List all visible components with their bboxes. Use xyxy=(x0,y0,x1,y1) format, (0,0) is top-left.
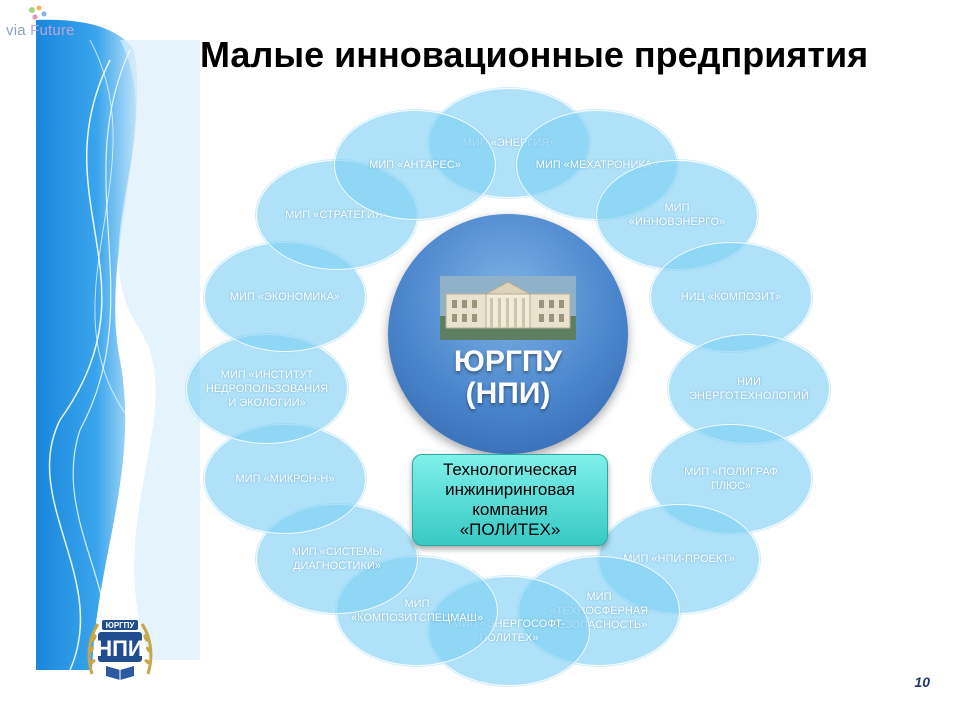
tech-company-line2: инжиниринговая xyxy=(445,480,575,499)
slide-title: Малые инновационные предприятия xyxy=(200,34,869,75)
brand-mark-icon xyxy=(29,5,47,20)
petal-kompozit: НИЦ «КОМПОЗИТ» xyxy=(650,242,812,352)
center-label: ЮРГПУ (НПИ) xyxy=(388,346,628,410)
left-decorative-band xyxy=(36,19,200,671)
tech-company-box: Технологическая инжиниринговая компания … xyxy=(412,454,608,546)
petal-label: МИП «СТРАТЕГИЯ» xyxy=(285,209,389,221)
university-building-icon xyxy=(440,276,576,340)
petal-label: МИП «ИННОВЭНЕРГО» xyxy=(628,202,726,228)
center-circle: ЮРГПУ (НПИ) xyxy=(388,214,628,454)
tech-company-line1: Технологическая xyxy=(442,460,578,479)
center-label-line1: ЮРГПУ xyxy=(453,345,563,378)
tech-company-line3: компания xyxy=(472,500,548,519)
brand-text-right: Future xyxy=(30,22,75,39)
petal-label: МИП «НПИ-ПРОЕКТ» xyxy=(623,553,735,565)
petal-label: МИП «СИСТЕМЫ ДИАГНОСТИКИ» xyxy=(291,546,383,572)
brand-text-left: via xyxy=(6,22,26,39)
brand-logo: via Future xyxy=(6,5,75,39)
petal-label: НИЦ «КОМПОЗИТ» xyxy=(680,291,782,303)
tech-company-line4: «ПОЛИТЕХ» xyxy=(459,520,561,539)
logo-main-text: НПИ xyxy=(96,636,144,661)
petal-label: МИП «МЕХАТРОНИКА» xyxy=(535,159,659,171)
petal-label: НИИ ЭНЕРГОТЕХНОЛОГИЙ xyxy=(689,376,809,402)
petal-antares: МИП «АНТАРЕС» xyxy=(334,110,496,220)
petal-label: МИП «ИНСТИТУТ НЕДРОПОЛЬЗОВАНИЯ И ЭКОЛОГИ… xyxy=(205,369,329,409)
petal-label: МИП «КОМПОЗИТСПЕЦМАШ» xyxy=(351,598,483,624)
center-label-line2: (НПИ) xyxy=(465,377,551,410)
petal-label: МИП «ЭКОНОМИКА» xyxy=(229,291,341,303)
university-logo-icon: ЮРГПУ НПИ xyxy=(87,620,153,680)
logo-top-text: ЮРГПУ xyxy=(106,621,136,630)
petal-label: МИП «МИКРОН-Н» xyxy=(235,473,335,485)
petal-institut-nedropolzovaniya: МИП «ИНСТИТУТ НЕДРОПОЛЬЗОВАНИЯ И ЭКОЛОГИ… xyxy=(186,334,348,444)
page-number: 10 xyxy=(914,674,930,690)
petal-label: МИП «АНТАРЕС» xyxy=(369,159,461,171)
petal-label: МИП «ПОЛИГРАФ ПЛЮС» xyxy=(684,466,778,492)
